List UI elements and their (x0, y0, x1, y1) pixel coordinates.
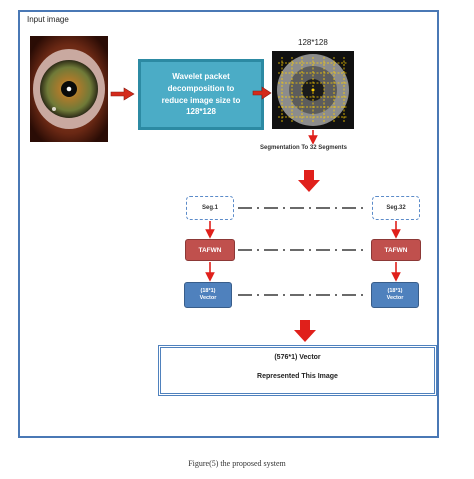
vector-1-label: Vector (199, 295, 217, 301)
segmentation-caption: Segmentation To 32 Segments (260, 145, 347, 151)
big-arrow-to-output (294, 320, 316, 342)
arrow-wavelet-to-segments (252, 86, 272, 100)
vector-box-1: (18*1) Vector (184, 282, 232, 308)
vector-box-32: (18*1) Vector (371, 282, 419, 308)
input-eye-image (30, 36, 108, 142)
big-arrow-to-segments (298, 170, 320, 192)
seg-32-box: Seg.32 (372, 196, 420, 220)
output-line-1: (576*1) Vector (274, 354, 321, 361)
output-line-2: Represented This Image (257, 373, 338, 380)
vector-32-label: Vector (386, 295, 404, 301)
segmented-iris-image (272, 51, 354, 129)
vector-32-size: (18*1) (387, 287, 403, 294)
vector-1-size: (18*1) (200, 287, 216, 294)
output-vector-box: (576*1) Vector Represented This Image (158, 345, 437, 396)
seg-1-box: Seg.1 (186, 196, 234, 220)
wavelet-line-1: Wavelet packet (172, 72, 230, 82)
wavelet-line-3: reduce image size to (161, 95, 241, 105)
wavelet-decomposition-box: Wavelet packet decomposition to reduce i… (138, 59, 264, 130)
arrow-input-to-wavelet (110, 87, 135, 101)
tafwn-box-1: TAFWN (185, 239, 235, 261)
input-image-label: Input image (27, 15, 69, 24)
segmented-image-title: 128*128 (298, 38, 328, 47)
figure-caption: Figure(5) the proposed system (188, 459, 286, 468)
wavelet-line-2: decomposition to (167, 83, 235, 93)
wavelet-line-4: 128*128 (186, 107, 216, 117)
tafwn-box-32: TAFWN (371, 239, 421, 261)
